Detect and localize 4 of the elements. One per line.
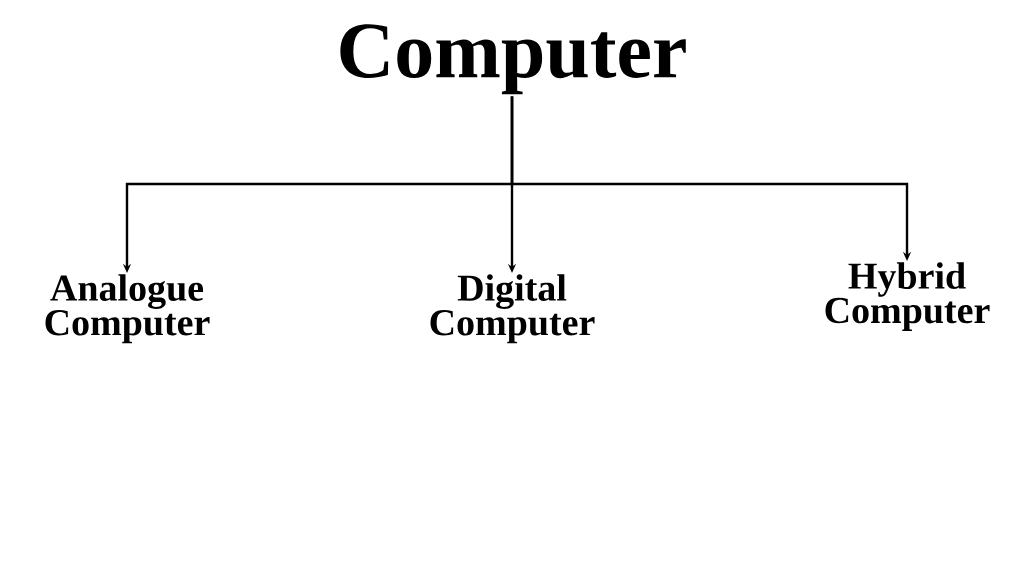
node-label: Hybrid Computer xyxy=(825,262,990,332)
node-label: Analogue Computer xyxy=(45,274,210,344)
node-label: Digital Computer xyxy=(430,274,595,344)
title-text: Computer xyxy=(340,24,686,95)
